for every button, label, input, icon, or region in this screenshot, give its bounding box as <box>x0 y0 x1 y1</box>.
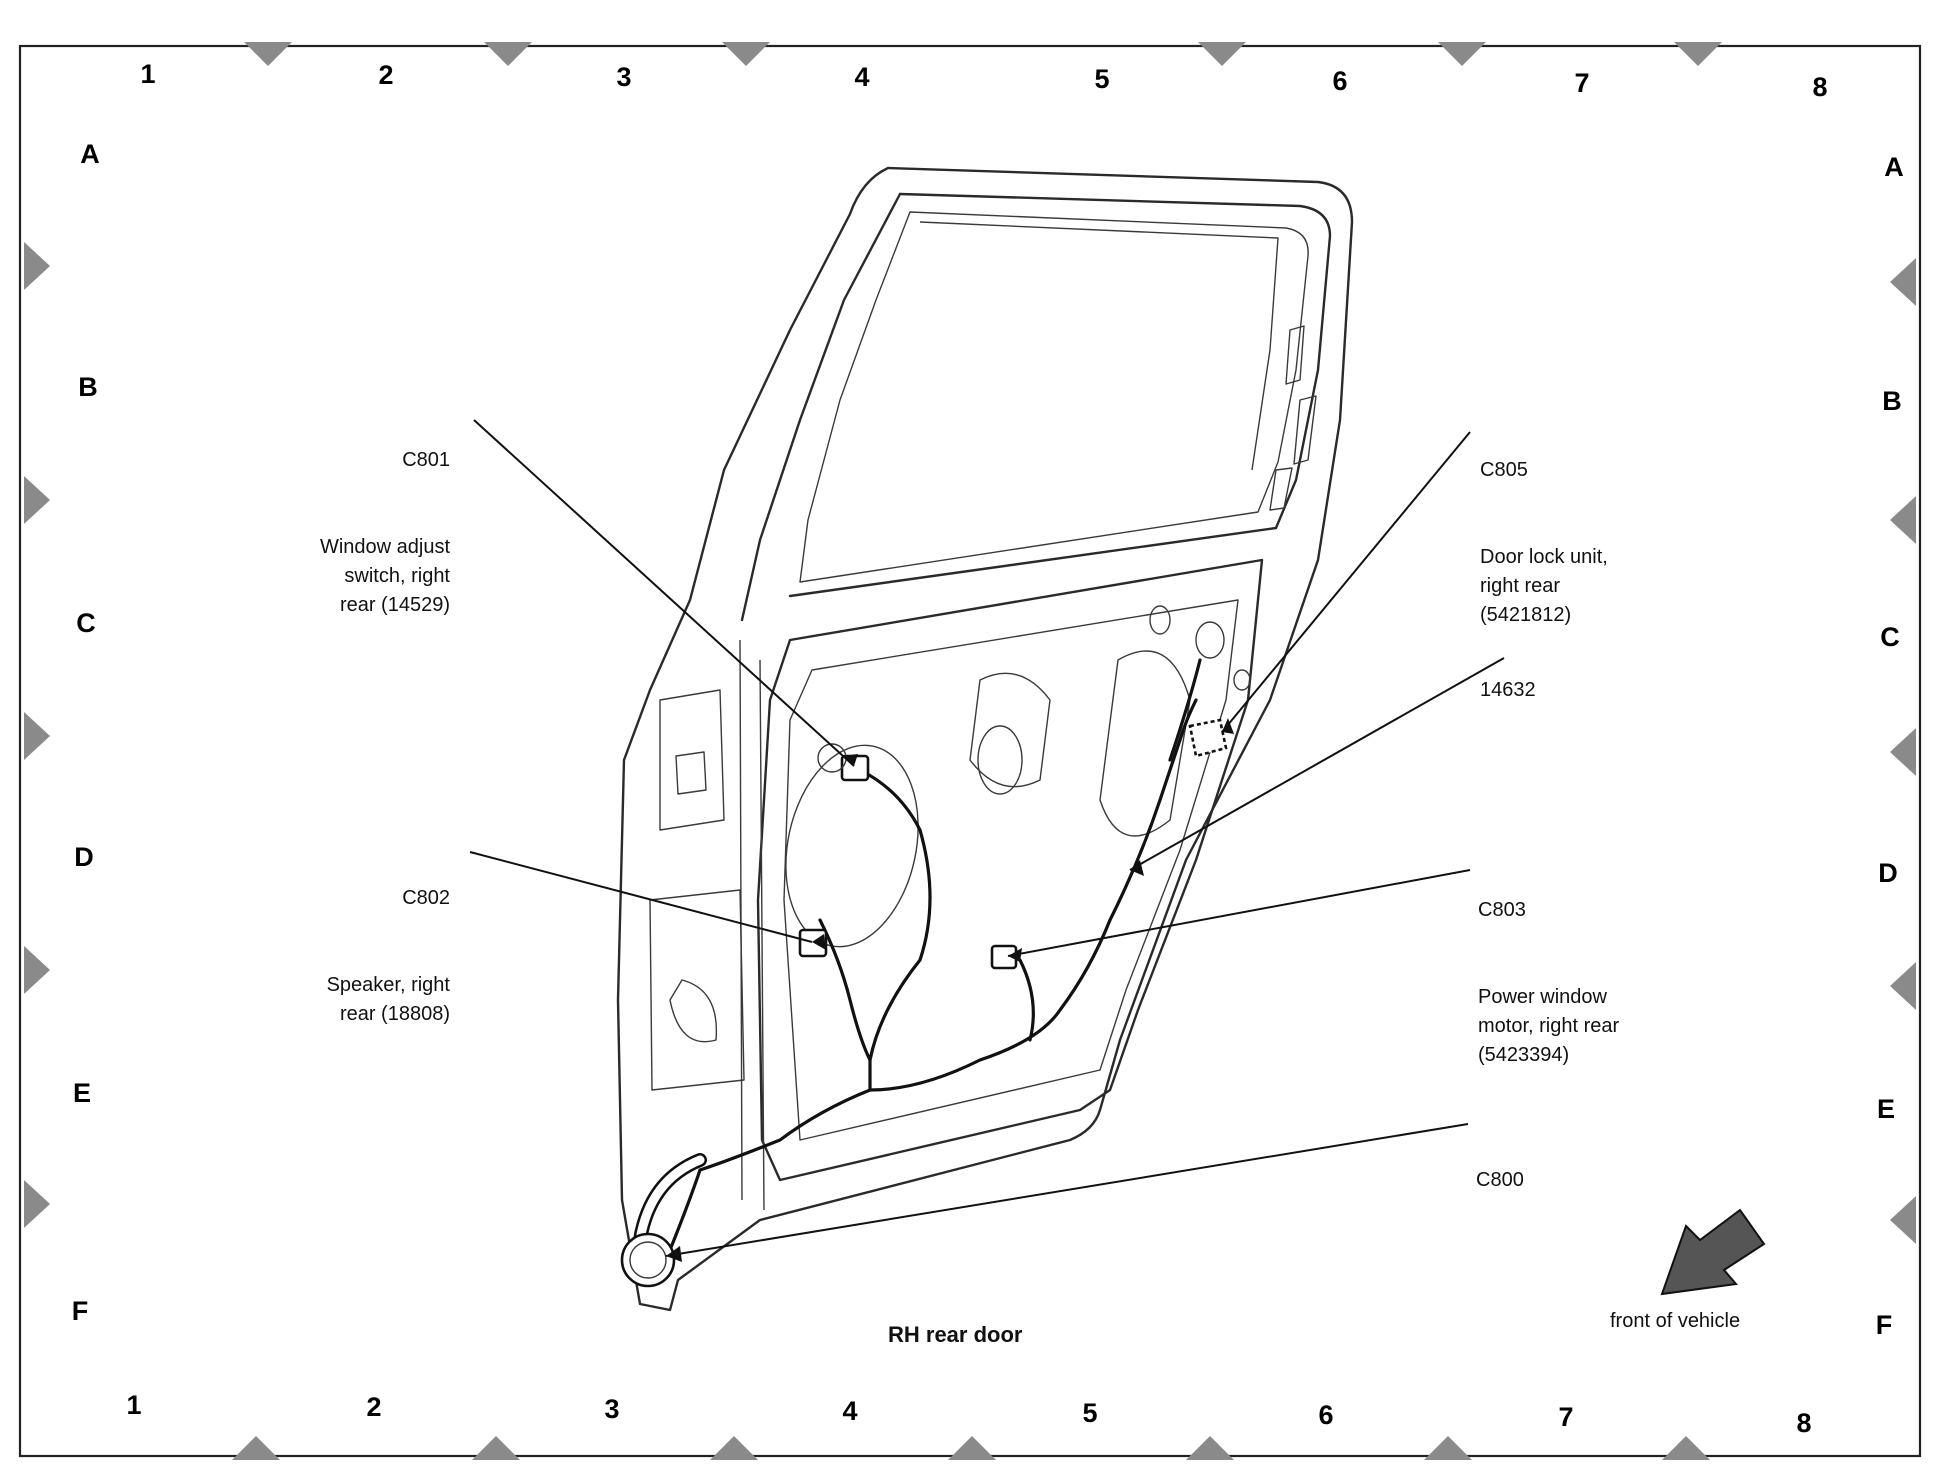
row-label-c: C <box>76 608 96 638</box>
col-label-1-bottom: 1 <box>126 1390 141 1420</box>
leader-c802 <box>469 851 813 943</box>
leader-c801 <box>473 419 855 767</box>
label-c800-code: C800 <box>1476 1169 1524 1191</box>
row-label-a-right: A <box>1884 152 1904 182</box>
label-harness-code: 14632 <box>1480 679 1536 701</box>
label-c802-description: Speaker, right rear (18808) <box>326 974 450 1025</box>
diagram-caption: RH rear door <box>888 1322 1023 1347</box>
row-label-f-right: F <box>1876 1310 1893 1340</box>
connector-c802 <box>798 928 828 958</box>
right-grid-markers <box>1890 258 1916 1244</box>
col-label-7: 7 <box>1574 68 1589 98</box>
row-label-b: B <box>78 372 98 402</box>
label-c805: C805 Door lock unit, right rear (5421812… <box>1480 398 1700 659</box>
top-grid-markers <box>244 42 1722 66</box>
row-label-e-right: E <box>1877 1094 1895 1124</box>
label-c801-code: C801 <box>402 449 450 471</box>
label-harness: 14632 <box>1480 618 1600 734</box>
col-label-3: 3 <box>616 62 631 92</box>
col-label-8-bottom: 8 <box>1796 1408 1811 1438</box>
top-column-numbers: 1 2 3 4 5 6 7 8 <box>140 59 1827 102</box>
label-c803-description: Power window motor, right rear (5423394) <box>1478 986 1620 1066</box>
col-label-2: 2 <box>378 60 393 90</box>
col-label-2-bottom: 2 <box>366 1392 381 1422</box>
bottom-grid-markers <box>232 1436 1710 1460</box>
label-c802: C802 Speaker, right rear (18808) <box>250 826 450 1058</box>
wiring-harness <box>633 658 1202 1252</box>
col-label-1: 1 <box>140 59 155 89</box>
row-label-b-right: B <box>1882 386 1902 416</box>
label-c805-code: C805 <box>1480 459 1528 481</box>
row-label-f: F <box>72 1296 89 1326</box>
col-label-5: 5 <box>1094 64 1109 94</box>
rear-door-illustration <box>616 166 1354 1312</box>
left-row-letters: A B C D E F <box>72 139 100 1326</box>
col-label-6: 6 <box>1332 66 1347 96</box>
col-label-6-bottom: 6 <box>1318 1400 1333 1430</box>
front-of-vehicle-arrow-icon <box>1660 1208 1766 1296</box>
leader-c803 <box>1007 869 1471 957</box>
col-label-4-bottom: 4 <box>842 1396 857 1426</box>
row-label-c-right: C <box>1880 622 1900 652</box>
leader-lines <box>469 419 1505 1262</box>
diagram-frame <box>18 44 1922 1458</box>
label-c805-description: Door lock unit, right rear (5421812) <box>1480 546 1608 626</box>
label-c801: C801 Window adjust switch, right rear (1… <box>250 388 450 649</box>
leader-c800 <box>665 1123 1469 1257</box>
col-label-3-bottom: 3 <box>604 1394 619 1424</box>
bottom-column-numbers: 1 2 3 4 5 6 7 8 <box>126 1390 1811 1438</box>
connectors <box>620 718 1228 1288</box>
front-of-vehicle-label: front of vehicle <box>1610 1310 1741 1332</box>
label-c803: C803 Power window motor, right rear (542… <box>1478 838 1718 1099</box>
label-c803-code: C803 <box>1478 899 1526 921</box>
leader-c805 <box>1221 431 1471 733</box>
row-label-d: D <box>74 842 94 872</box>
leader-harness <box>1129 657 1505 871</box>
row-label-d-right: D <box>1878 858 1898 888</box>
col-label-4: 4 <box>854 62 869 92</box>
label-c802-code: C802 <box>402 887 450 909</box>
right-row-letters: A B C D E F <box>1876 152 1904 1340</box>
row-label-a: A <box>80 139 100 169</box>
row-label-e: E <box>73 1078 91 1108</box>
col-label-7-bottom: 7 <box>1558 1402 1573 1432</box>
col-label-5-bottom: 5 <box>1082 1398 1097 1428</box>
connector-c805 <box>1188 718 1228 758</box>
left-grid-markers <box>24 242 50 1228</box>
col-label-8: 8 <box>1812 72 1827 102</box>
label-c801-description: Window adjust switch, right rear (14529) <box>319 536 450 616</box>
label-c800: C800 <box>1476 1108 1596 1224</box>
